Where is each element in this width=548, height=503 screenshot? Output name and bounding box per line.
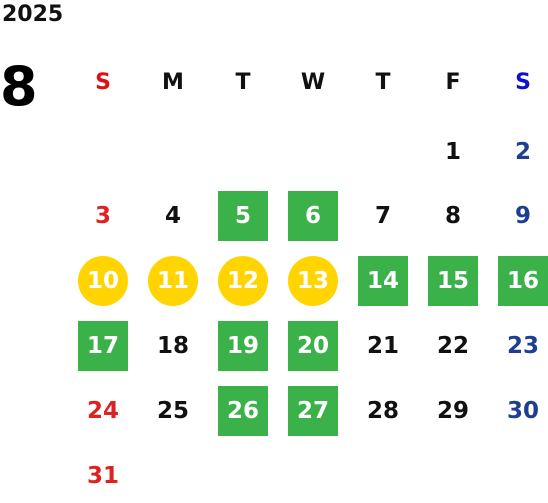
day-cell: 12 [208, 255, 278, 307]
day-10[interactable]: 10 [78, 256, 128, 306]
day-cell: 6 [278, 190, 348, 242]
day-3[interactable]: 3 [94, 203, 111, 229]
day-cell: 5 [208, 190, 278, 242]
day-cell: 21 [348, 320, 418, 372]
day-cell: 22 [418, 320, 488, 372]
day-cell: 2 [488, 126, 548, 178]
day-cell [418, 450, 488, 502]
day-cell [138, 450, 208, 502]
weekday-header: S M T W T F S [68, 56, 548, 108]
day-1[interactable]: 1 [444, 139, 461, 165]
day-5[interactable]: 5 [218, 191, 268, 241]
day-cell [208, 126, 278, 178]
day-cell: 31 [68, 450, 138, 502]
weekday-sun: S [95, 69, 111, 95]
day-20[interactable]: 20 [288, 321, 338, 371]
day-25[interactable]: 25 [156, 398, 189, 424]
day-13[interactable]: 13 [288, 256, 338, 306]
day-cell: 26 [208, 385, 278, 437]
day-cell: 18 [138, 320, 208, 372]
day-cell: 29 [418, 385, 488, 437]
weekday-mon: M [162, 69, 184, 95]
day-7[interactable]: 7 [374, 203, 391, 229]
day-cell [138, 126, 208, 178]
day-cell: 4 [138, 190, 208, 242]
week-row: 17 18 19 20 21 22 23 [68, 320, 548, 372]
weekday-tue: T [235, 69, 251, 95]
day-4[interactable]: 4 [164, 203, 181, 229]
day-cell: 27 [278, 385, 348, 437]
day-21[interactable]: 21 [366, 333, 399, 359]
week-row: 24 25 26 27 28 29 30 [68, 385, 548, 437]
weekday-fri: F [445, 69, 461, 95]
day-14[interactable]: 14 [358, 256, 408, 306]
weekday-wed: W [300, 69, 326, 95]
day-cell: 16 [488, 255, 548, 307]
day-28[interactable]: 28 [366, 398, 399, 424]
week-row: 31 [68, 450, 548, 502]
day-30[interactable]: 30 [506, 398, 539, 424]
day-cell [348, 450, 418, 502]
day-18[interactable]: 18 [156, 333, 189, 359]
day-cell: 13 [278, 255, 348, 307]
day-2[interactable]: 2 [514, 139, 531, 165]
day-cell: 17 [68, 320, 138, 372]
day-8[interactable]: 8 [444, 203, 461, 229]
day-9[interactable]: 9 [514, 203, 531, 229]
day-cell [208, 450, 278, 502]
day-cell: 30 [488, 385, 548, 437]
day-cell: 1 [418, 126, 488, 178]
day-cell: 23 [488, 320, 548, 372]
day-cell: 10 [68, 255, 138, 307]
day-19[interactable]: 19 [218, 321, 268, 371]
day-cell: 24 [68, 385, 138, 437]
week-row: 10 11 12 13 14 15 16 [68, 255, 548, 307]
day-16[interactable]: 16 [498, 256, 548, 306]
day-6[interactable]: 6 [288, 191, 338, 241]
day-cell [278, 450, 348, 502]
day-cell: 9 [488, 190, 548, 242]
day-cell: 14 [348, 255, 418, 307]
day-31[interactable]: 31 [86, 463, 119, 489]
day-cell [68, 126, 138, 178]
day-cell: 3 [68, 190, 138, 242]
day-24[interactable]: 24 [86, 398, 119, 424]
day-12[interactable]: 12 [218, 256, 268, 306]
day-cell: 11 [138, 255, 208, 307]
day-cell: 15 [418, 255, 488, 307]
day-cell: 8 [418, 190, 488, 242]
day-cell: 7 [348, 190, 418, 242]
day-23[interactable]: 23 [506, 333, 539, 359]
day-cell: 19 [208, 320, 278, 372]
day-cell [348, 126, 418, 178]
day-cell [278, 126, 348, 178]
day-26[interactable]: 26 [218, 386, 268, 436]
weekday-sat: S [515, 69, 531, 95]
day-22[interactable]: 22 [436, 333, 469, 359]
day-cell: 28 [348, 385, 418, 437]
day-11[interactable]: 11 [148, 256, 198, 306]
weekday-thu: T [375, 69, 391, 95]
day-27[interactable]: 27 [288, 386, 338, 436]
month-label: 8 [0, 55, 38, 118]
day-cell: 20 [278, 320, 348, 372]
day-15[interactable]: 15 [428, 256, 478, 306]
year-label: 2025 [2, 2, 64, 27]
day-17[interactable]: 17 [78, 321, 128, 371]
day-29[interactable]: 29 [436, 398, 469, 424]
day-cell [488, 450, 548, 502]
day-cell: 25 [138, 385, 208, 437]
